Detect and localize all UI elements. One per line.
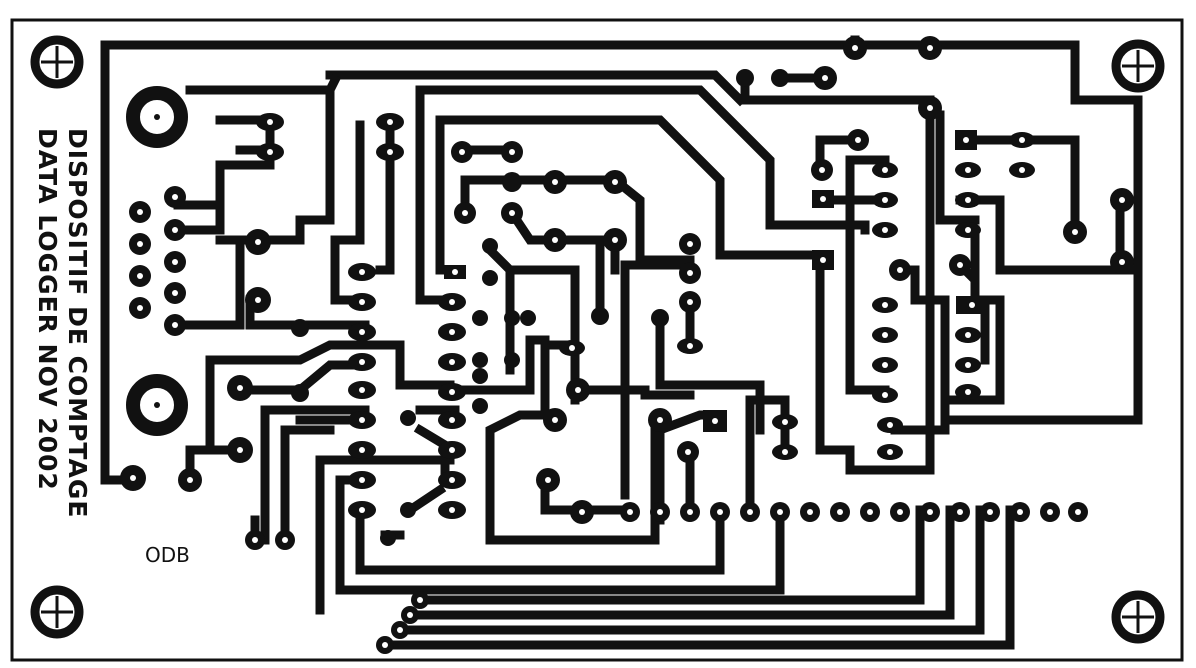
mounting-hole-top-left [30, 35, 84, 89]
mounting-holes [30, 35, 1165, 644]
mounting-hole-top-right [1111, 39, 1165, 93]
board-title-line2: DATA LOGGER NOV 2002 [33, 128, 62, 491]
connector-hole-upper [126, 86, 188, 148]
mounting-hole-bottom-left [30, 585, 84, 639]
drill-holes [130, 45, 1125, 648]
board-title-line1: DISPOSITIF DE COMPTAGE [63, 128, 92, 519]
copper-traces [100, 35, 1143, 650]
mounting-hole-bottom-right [1111, 590, 1165, 644]
connector-hole-lower [126, 374, 188, 436]
board-outline [10, 18, 1184, 662]
board-marking-odb: ODB [145, 543, 190, 567]
